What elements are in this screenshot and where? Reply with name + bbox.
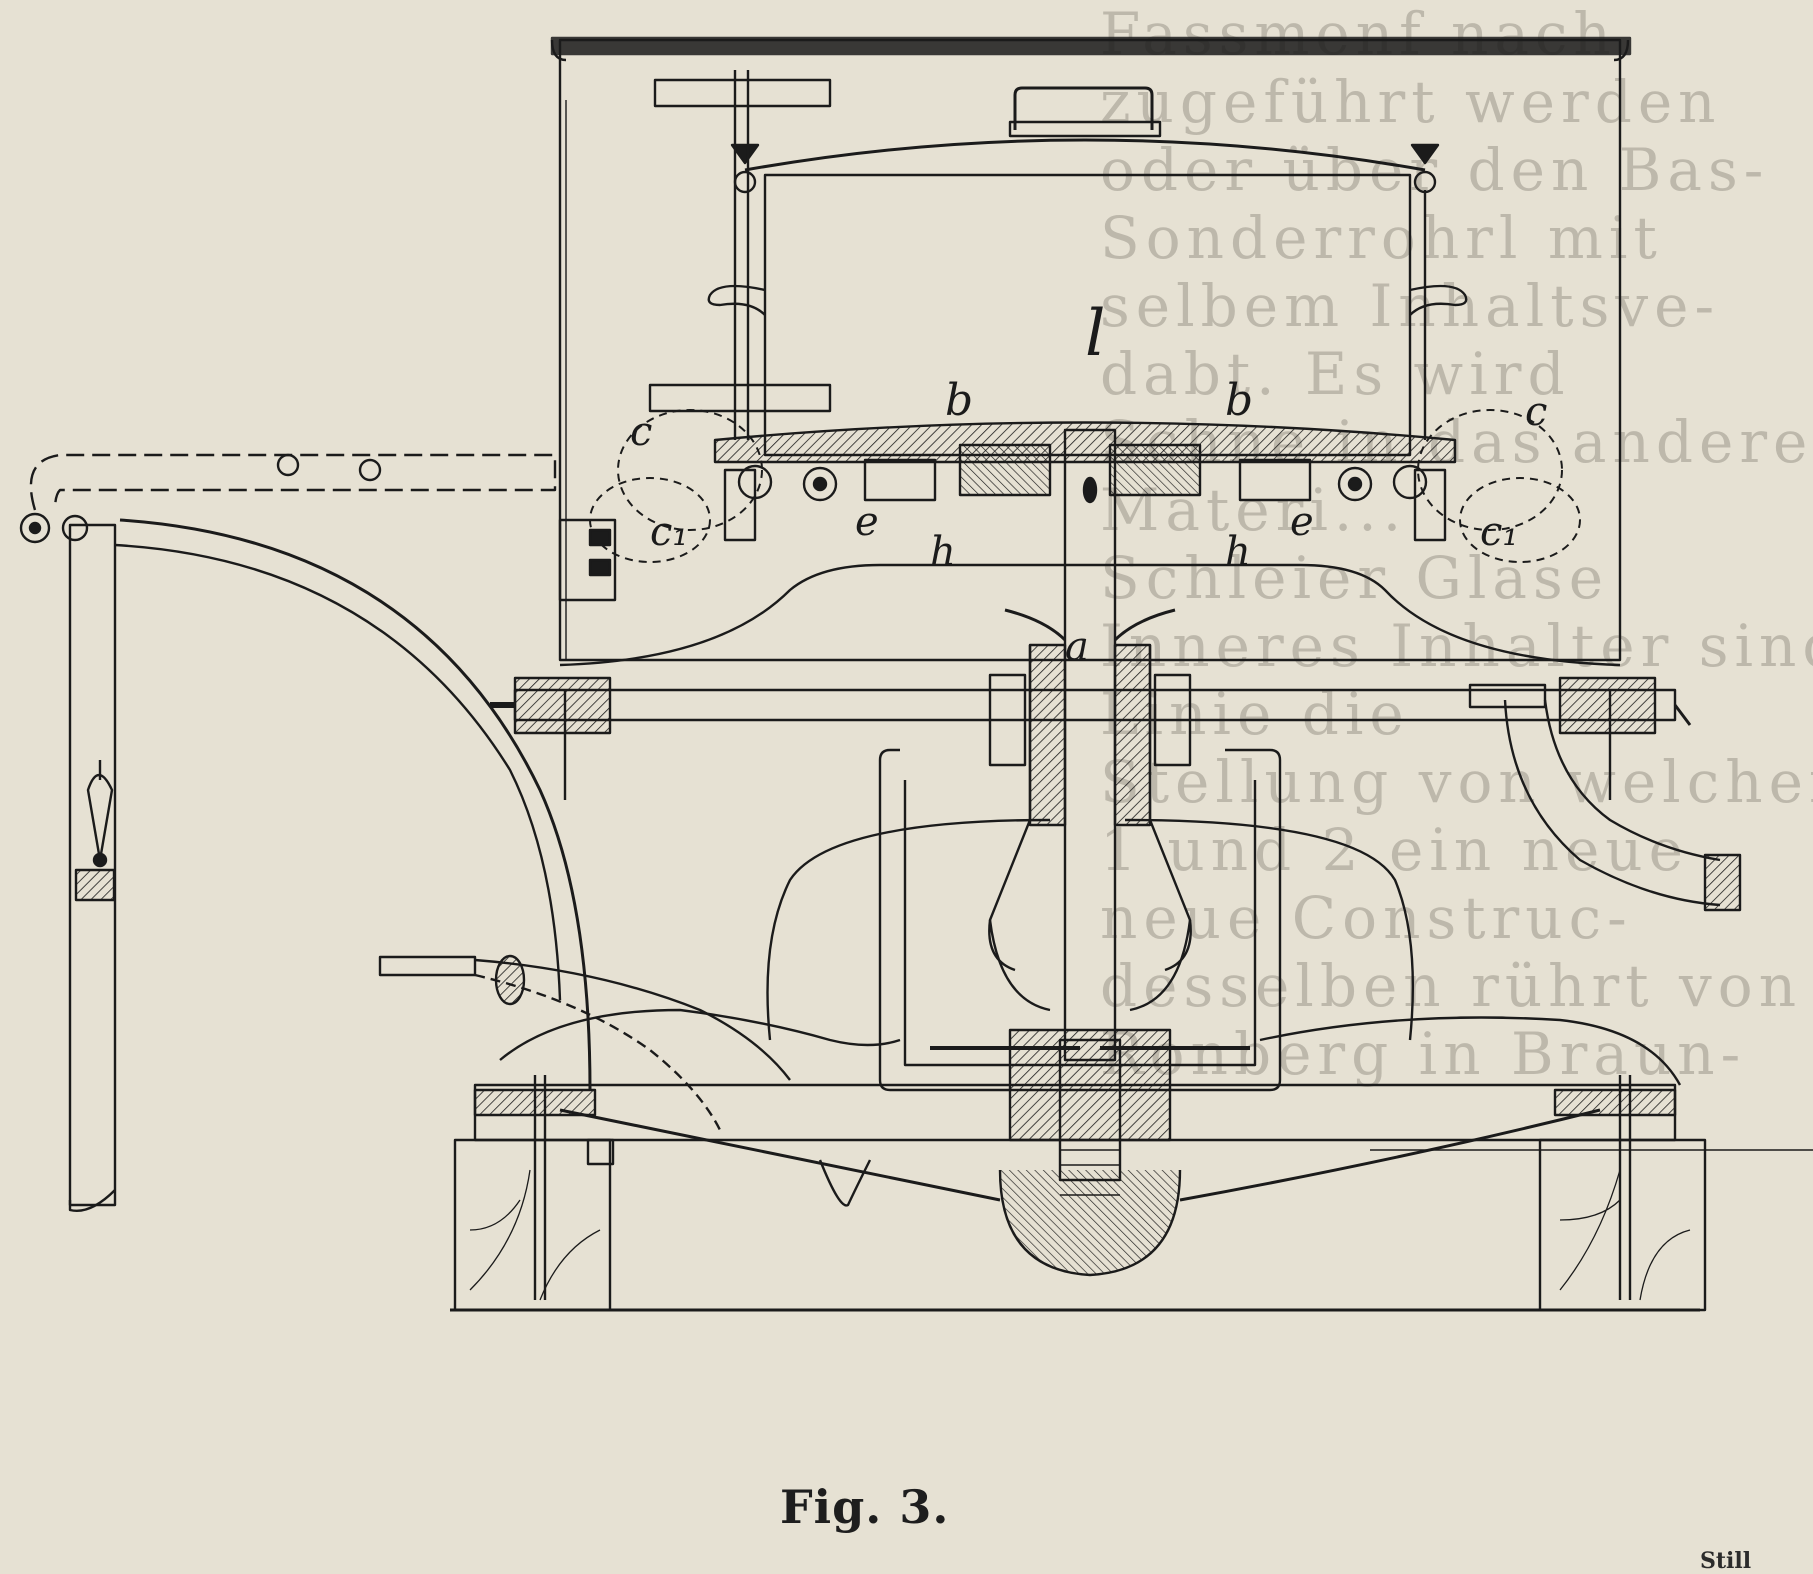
label-c1-right: c₁ [1480,509,1518,555]
lower-casing [559,563,1621,1092]
label-b-right: b [1225,375,1253,426]
base-frame [450,1008,1813,1312]
basket-bottom [713,421,1457,542]
cross-bar [490,673,1692,767]
label-h-left: h [930,529,956,575]
label-e-right: e [1290,499,1314,545]
show-through-line: neue Construc- [1100,884,1633,952]
perforated-plates [648,78,832,413]
show-through-line: selbem Inhaltsve- [1100,272,1721,340]
show-through-line: Sonderrohrl mit [1100,204,1663,272]
label-b-left: b [945,375,973,426]
lever-arm [19,453,791,1212]
show-through-line: Stellung von welcher [1100,748,1813,816]
show-through-line: Fassmenf nach [1100,0,1617,68]
bottom-text-fragment: Still [1700,1548,1752,1574]
show-through-line: Ronberg in Braun- [1100,1020,1747,1088]
show-through-line: Inneres Inhalter sind [1100,612,1813,680]
show-through-line: dabt. Es wird [1100,340,1571,408]
outer-drum [550,36,1632,662]
figure-caption: Fig. 3. [780,1480,950,1534]
label-a: a [1065,624,1089,670]
label-e-left: e [855,499,879,545]
show-through-line: zugeführt werden [1100,68,1722,136]
show-through-line: 1 und 2 ein neue [1100,816,1689,884]
label-c-left: c [630,409,652,455]
outlet-pipe [1468,683,1742,912]
show-through-line: Schleier Glase [1100,544,1610,612]
inner-basket [707,70,1468,457]
show-through-line: desselben rührt von [1100,952,1803,1020]
label-c1-left: c₁ [650,509,688,555]
label-l: l [1085,297,1105,371]
central-shaft [988,428,1192,1277]
label-c-right: c [1525,389,1547,435]
figure-labels: l b b c c₁ c c₁ e e h h a [630,297,1547,670]
label-h-right: h [1225,529,1251,575]
